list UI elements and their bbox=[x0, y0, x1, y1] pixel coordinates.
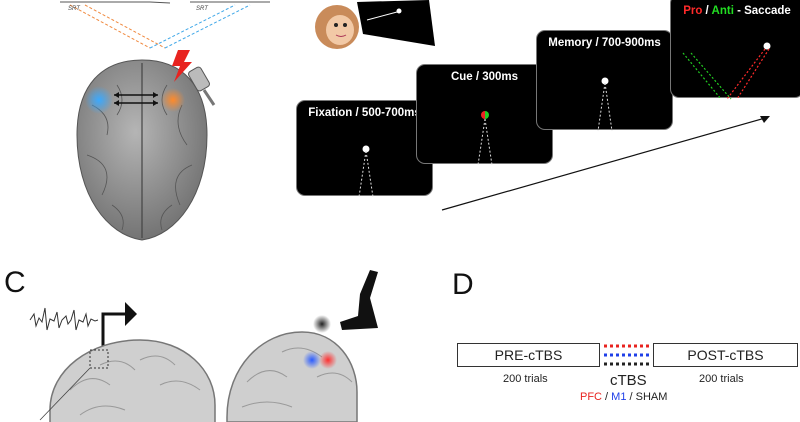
pre-trials-label: 200 trials bbox=[503, 373, 548, 385]
time-arrow bbox=[441, 116, 770, 211]
cond-sep-2: / bbox=[626, 391, 636, 403]
post-ctbs-box: POST-cTBS bbox=[653, 343, 798, 367]
saccade-label: - Saccade bbox=[733, 5, 791, 17]
monkey-icon bbox=[315, 5, 359, 49]
screen-cue-title: Cue / 300ms bbox=[450, 71, 519, 83]
ctbs-conditions: PFC / M1 / SHAM bbox=[580, 391, 667, 403]
panel-letter-c: C bbox=[4, 266, 26, 299]
panel-letter-d: D bbox=[452, 268, 474, 301]
sham-label: SHAM bbox=[635, 391, 668, 403]
srt-label-right: SRT bbox=[196, 6, 208, 12]
screen-saccade-title: Pro / Anti - Saccade bbox=[671, 5, 800, 17]
screen-saccade: Pro / Anti - Saccade bbox=[670, 0, 800, 100]
pfc-label: PFC bbox=[580, 391, 602, 403]
human-brain-left bbox=[39, 339, 216, 422]
tms-coil-icon bbox=[172, 50, 216, 106]
anti-label: Anti bbox=[711, 5, 734, 17]
ctbs-label: cTBS bbox=[610, 372, 647, 389]
pre-ctbs-box: PRE-cTBS bbox=[457, 343, 600, 367]
pro-label: Pro bbox=[683, 5, 703, 17]
recording-arrow bbox=[101, 302, 137, 356]
screen-memory: Memory / 700-900ms bbox=[536, 30, 673, 132]
screen-fixation: Fixation / 500-700ms bbox=[296, 100, 433, 198]
screen-fixation-title: Fixation / 500-700ms bbox=[308, 107, 421, 119]
screen-memory-title: Memory / 700-900ms bbox=[548, 37, 661, 49]
viewing-screen bbox=[357, 0, 435, 46]
title-sep-1: / bbox=[702, 5, 712, 17]
tms-coil-stand-icon bbox=[313, 270, 378, 333]
srt-label-left: SRT bbox=[68, 6, 80, 12]
srt-timing-traces bbox=[60, 1, 270, 49]
neural-signal-trace bbox=[29, 307, 99, 331]
m1-label: M1 bbox=[611, 391, 627, 403]
monkey-brain-top-view bbox=[76, 59, 208, 241]
cond-sep-1: / bbox=[602, 391, 612, 403]
post-trials-label: 200 trials bbox=[699, 373, 744, 385]
ctbs-condition-lines bbox=[604, 344, 652, 366]
human-brain-right bbox=[226, 331, 358, 422]
